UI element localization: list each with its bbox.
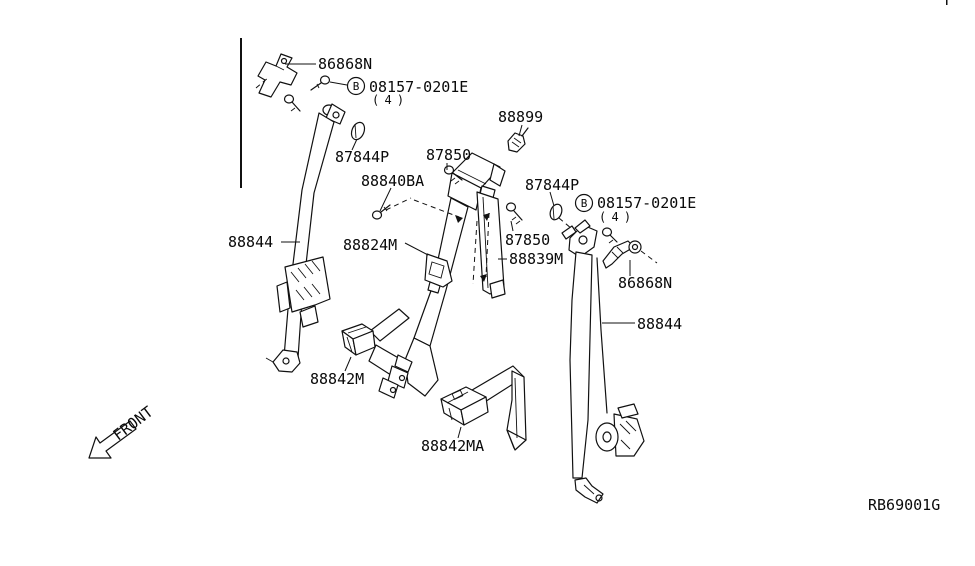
buckle-88842m-art bbox=[341, 308, 410, 378]
part-label-87844p-right[interactable]: 87844P bbox=[525, 176, 579, 194]
part-label-88844-left[interactable]: 88844 bbox=[228, 233, 273, 251]
part-label-88842m[interactable]: 88842M bbox=[310, 370, 364, 388]
part-label-86868n-left[interactable]: 86868N bbox=[318, 55, 372, 73]
bolt-ref-letter-left: B bbox=[353, 80, 360, 93]
bolt-ref-circle-right bbox=[574, 193, 594, 213]
scan-line-artifact bbox=[240, 0, 948, 188]
leader-lines bbox=[281, 63, 635, 439]
part-label-88842ma[interactable]: 88842MA bbox=[421, 437, 484, 455]
bolt-ref-letter-right: B bbox=[581, 197, 588, 210]
center-belt-assembly-art bbox=[378, 152, 506, 399]
part-label-88824m[interactable]: 88824M bbox=[343, 236, 397, 254]
part-label-87850-upper[interactable]: 87850 bbox=[426, 146, 471, 164]
part-label-88839m[interactable]: 88839M bbox=[509, 250, 563, 268]
part-label-88844-right[interactable]: 88844 bbox=[637, 315, 682, 333]
drawing-code: RB69001G bbox=[868, 496, 940, 514]
left-belt-assembly-art bbox=[255, 53, 366, 373]
part-label-88899[interactable]: 88899 bbox=[498, 108, 543, 126]
screw-87850-upper-art bbox=[443, 165, 463, 185]
front-arrow-icon bbox=[88, 420, 137, 459]
part-label-86868n-right[interactable]: 86868N bbox=[618, 274, 672, 292]
right-belt-assembly-art bbox=[549, 203, 658, 504]
part-label-88840ba[interactable]: 88840BA bbox=[361, 172, 424, 190]
screw-88840ba-art bbox=[371, 197, 463, 223]
part-labels: 86868N B 08157-0201E ( 4 ) 87844P 87850 … bbox=[228, 55, 696, 455]
bolt-qty-left: ( 4 ) bbox=[372, 93, 403, 107]
bolt-qty-right: ( 4 ) bbox=[599, 210, 630, 224]
front-direction-indicator: FRONT bbox=[88, 403, 157, 459]
front-label: FRONT bbox=[110, 403, 157, 445]
part-label-bolt-ref-left[interactable]: 08157-0201E bbox=[369, 78, 468, 96]
buckle-88842ma-art bbox=[440, 365, 527, 451]
part-label-bolt-ref-right[interactable]: 08157-0201E bbox=[597, 194, 696, 212]
bolt-ref-circle-left bbox=[346, 76, 366, 96]
clip-88899-art bbox=[507, 127, 529, 153]
part-label-87844p-left[interactable]: 87844P bbox=[335, 148, 389, 166]
screw-87850-center-art bbox=[505, 202, 523, 225]
part-label-87850-center[interactable]: 87850 bbox=[505, 231, 550, 249]
